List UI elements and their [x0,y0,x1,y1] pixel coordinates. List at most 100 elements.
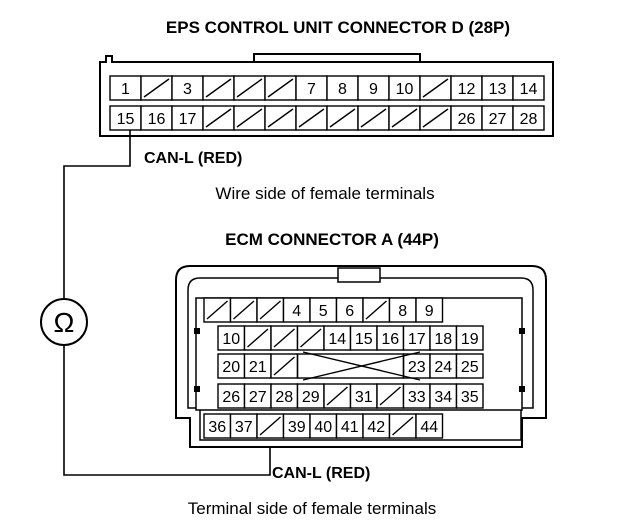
terminal-number: 8 [338,81,347,98]
terminal-cell: 33 [402,383,431,409]
terminal-cell: 17 [171,105,204,131]
terminal-cell: 15 [349,325,378,351]
terminal-number: 15 [117,111,135,128]
terminal-cell [419,105,452,131]
blank-terminal-slash [422,108,449,128]
terminal-cell: 16 [140,105,173,131]
terminal-cell: 19 [455,325,484,351]
can-l-wire [63,130,271,476]
terminal-number: 14 [328,331,346,348]
terminal-cell: 10 [217,325,246,351]
blank-terminal-slash [259,416,281,436]
ecm-shell-inner [187,277,534,441]
terminal-cell: 29 [296,383,325,409]
terminal-cell [264,105,297,131]
terminal-number: 39 [288,419,306,436]
ecm-key [194,386,200,392]
terminal-cell: 18 [429,325,458,351]
terminal-cell: 31 [349,383,378,409]
terminal-cell [357,105,390,131]
ecm-caption: Terminal side of female terminals [188,499,436,518]
blank-terminal-slash [247,328,269,348]
terminal-number: 15 [355,331,373,348]
terminal-number: 17 [179,111,197,128]
terminal-cell: 41 [335,413,364,439]
terminal-number: 41 [341,419,359,436]
blank-terminal-slash [392,416,414,436]
terminal-number: 28 [520,111,538,128]
terminal-number: 34 [434,389,452,406]
blank-terminal-slash [422,78,449,98]
terminal-cell: 39 [282,413,311,439]
blank-terminal-slash [267,108,294,128]
terminal-cell [256,297,285,323]
terminal-cell [202,75,235,101]
crossed-block [296,353,405,379]
blank-terminal-slash [143,78,170,98]
blank-terminal-slash [267,78,294,98]
terminal-cell: 36 [203,413,232,439]
terminal-cell: 26 [217,383,246,409]
ohm-symbol: Ω [54,307,75,338]
terminal-number: 26 [458,111,476,128]
terminal-number: 20 [222,359,240,376]
terminal-cell [419,75,452,101]
blank-terminal-slash [205,108,232,128]
terminal-number: 4 [292,303,301,320]
terminal-cell: 8 [388,297,417,323]
blank-terminal-slash [206,300,228,320]
ecm-cross [302,351,421,381]
ecm-key [519,328,525,334]
terminal-cell [264,75,297,101]
terminal-number: 29 [302,389,320,406]
terminal-cell [270,325,299,351]
terminal-cell: 21 [243,353,272,379]
eps-wire-label: CAN-L (RED) [144,150,242,167]
terminal-number: 9 [369,81,378,98]
eps-caption: Wire side of female terminals [215,184,434,203]
terminal-cell: 1 [109,75,142,101]
terminal-cell: 26 [450,105,483,131]
terminal-number: 42 [367,419,385,436]
terminal-number: 8 [398,303,407,320]
terminal-number: 44 [420,419,438,436]
blank-terminal-slash [259,300,281,320]
terminal-number: 13 [489,81,507,98]
blank-terminal-slash [365,300,387,320]
terminal-cell: 24 [429,353,458,379]
terminal-cell [202,105,235,131]
terminal-cell [243,325,272,351]
terminal-cell [229,297,258,323]
terminal-cell [296,325,325,351]
terminal-cell [233,105,266,131]
terminal-cell: 14 [323,325,352,351]
terminal-cell: 28 [270,383,299,409]
ohmmeter-icon [40,298,88,346]
terminal-cell: 28 [512,105,545,131]
terminal-cell: 27 [481,105,514,131]
terminal-cell: 25 [455,353,484,379]
terminal-cell: 6 [335,297,364,323]
terminal-cell: 12 [450,75,483,101]
terminal-number: 3 [183,81,192,98]
blank-terminal-slash [233,300,255,320]
terminal-cell [326,105,359,131]
terminal-cell: 35 [455,383,484,409]
terminal-number: 28 [275,389,293,406]
terminal-number: 36 [208,419,226,436]
terminal-cell: 7 [295,75,328,101]
ecm-key [194,328,200,334]
ecm-title: ECM CONNECTOR A (44P) [225,230,439,249]
terminal-cell [203,297,232,323]
terminal-cell: 16 [376,325,405,351]
terminal-number: 27 [249,389,267,406]
terminal-number: 16 [381,331,399,348]
terminal-number: 10 [396,81,414,98]
terminal-cell [270,353,299,379]
terminal-cell: 4 [282,297,311,323]
terminal-cell: 9 [357,75,390,101]
terminal-number: 21 [249,359,267,376]
terminal-cell: 23 [402,353,431,379]
terminal-cell: 44 [415,413,444,439]
blank-terminal-slash [236,78,263,98]
